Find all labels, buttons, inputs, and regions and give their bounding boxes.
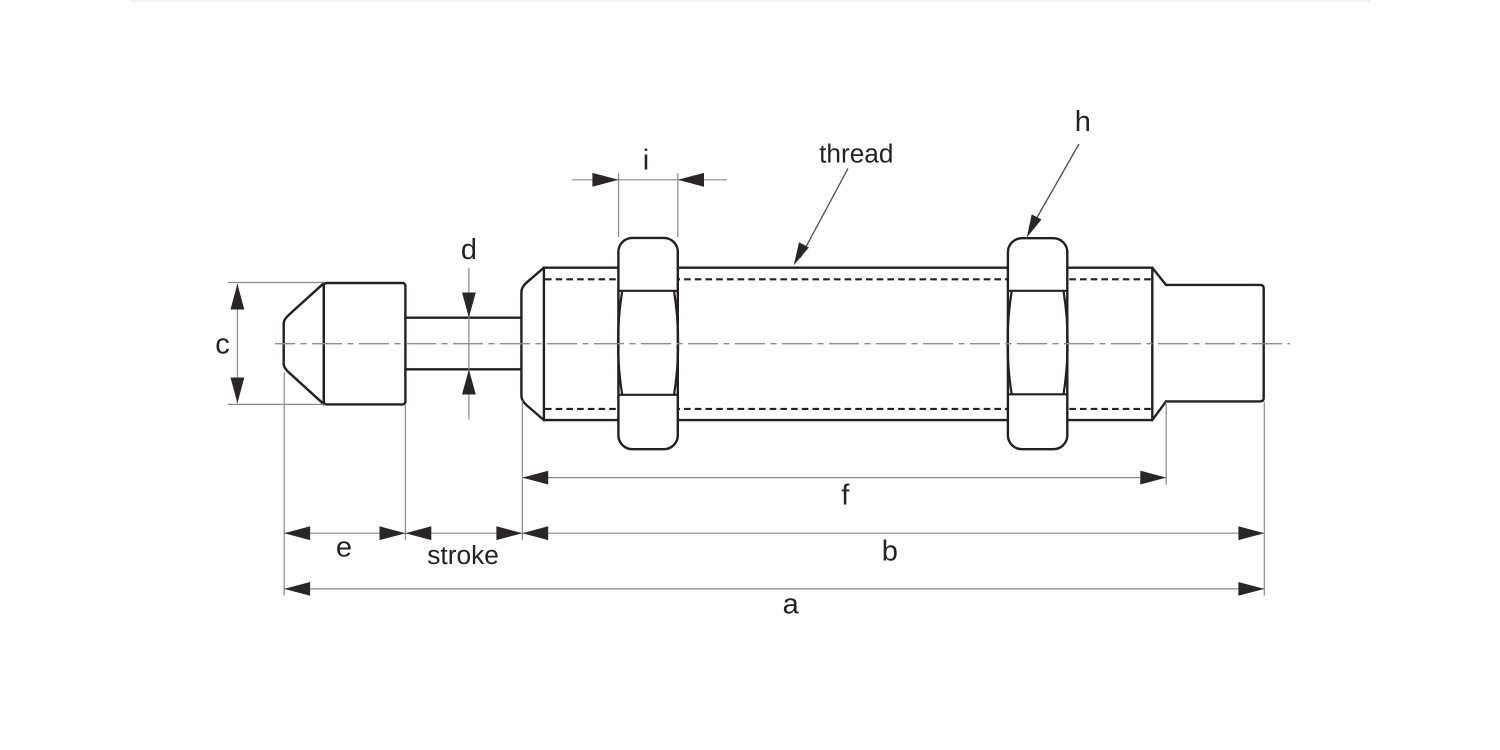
svg-text:b: b [882,536,898,568]
svg-text:d: d [461,234,477,266]
svg-text:thread: thread [819,138,893,168]
svg-text:f: f [841,480,850,512]
svg-text:h: h [1075,106,1091,138]
svg-text:stroke: stroke [427,540,499,570]
svg-text:c: c [215,328,230,360]
svg-text:a: a [783,588,800,620]
svg-text:i: i [643,145,649,177]
svg-text:e: e [336,532,352,564]
